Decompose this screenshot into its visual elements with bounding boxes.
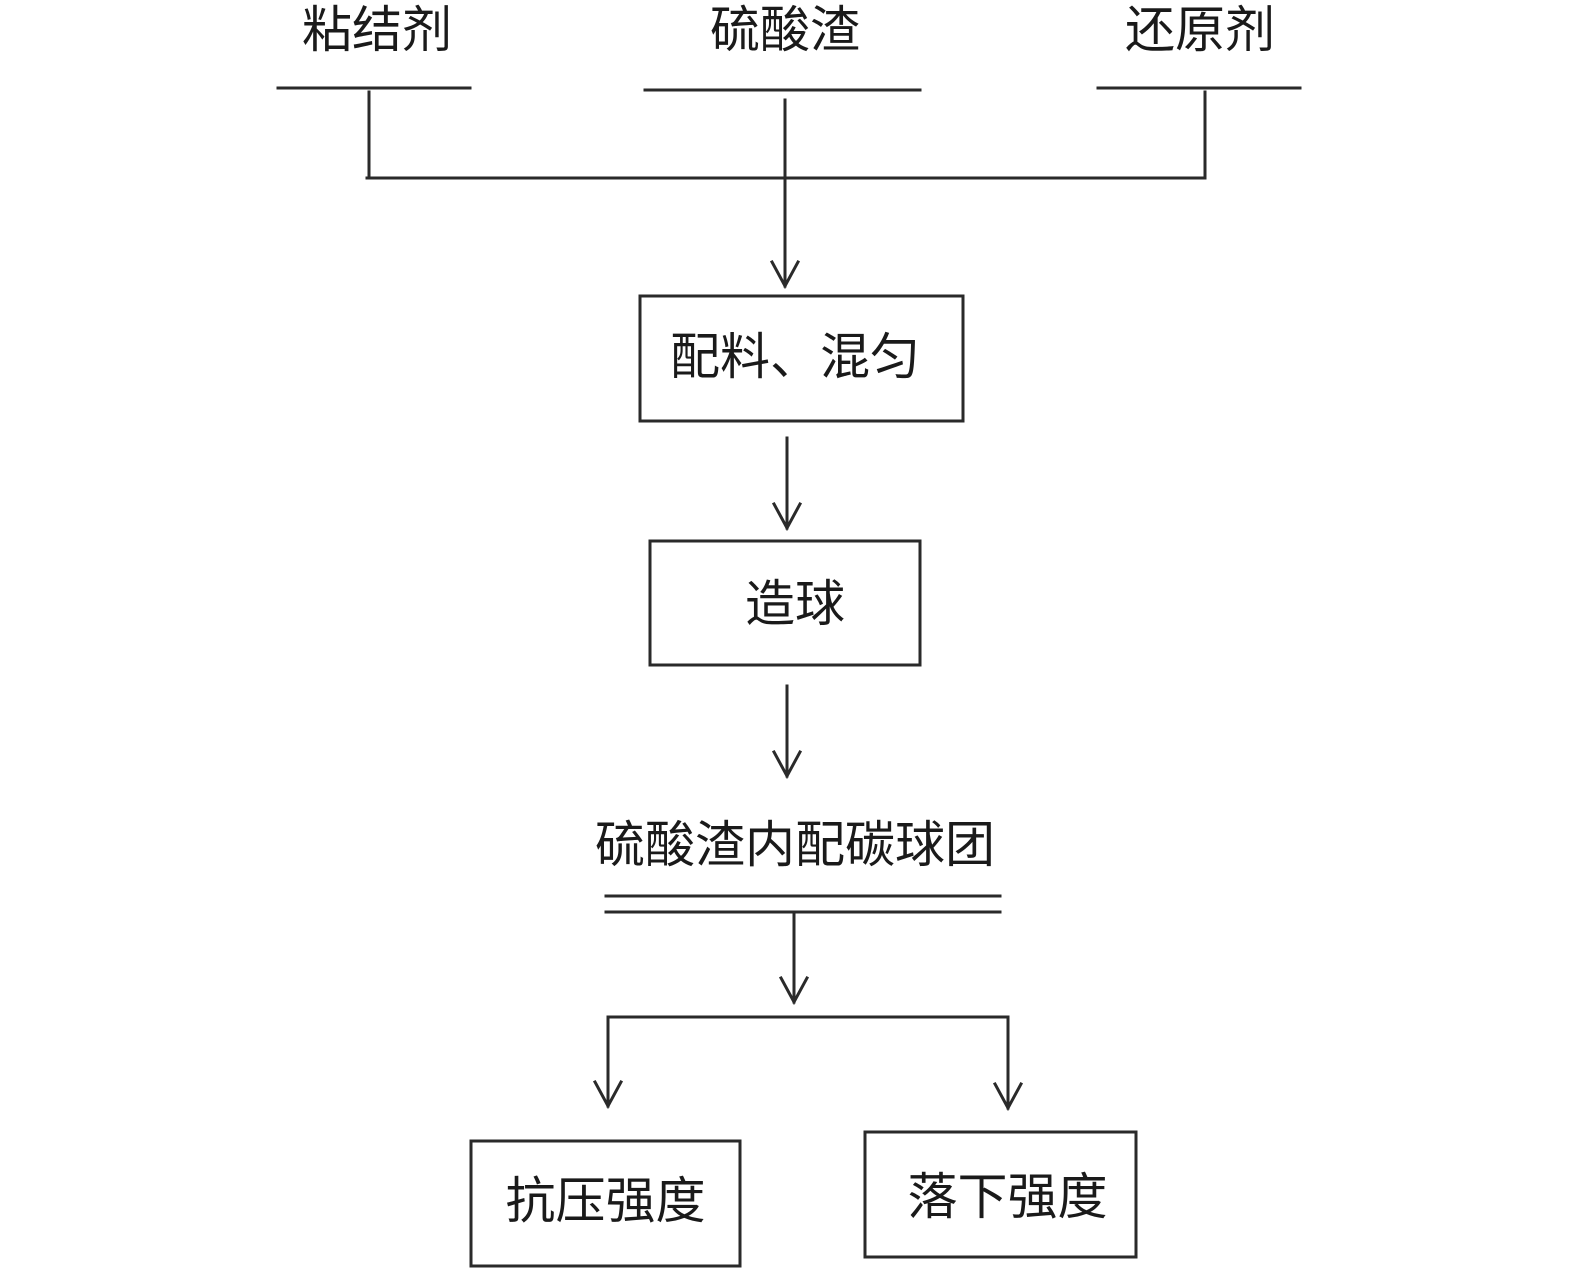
sulfuric-acid-residue-label: 硫酸渣 [710, 1, 860, 59]
split-right-head [992, 1081, 1024, 1112]
feed-arrow-head [769, 259, 801, 290]
pelletizing-label: 造球 [745, 575, 845, 633]
mixing-to-pelletizing-head [771, 501, 803, 532]
split-left-head [592, 1079, 624, 1110]
compressive-strength-box [469, 1139, 742, 1268]
drop-strength-box [863, 1130, 1138, 1259]
pelletizing-to-product-head [771, 749, 803, 780]
pelletizing-box [648, 539, 922, 667]
binder-label: 粘结剂 [302, 1, 452, 59]
batching-mixing-box [638, 294, 965, 423]
product-to-split-head [778, 975, 810, 1006]
reductant-label: 还原剂 [1125, 1, 1275, 59]
product-label: 硫酸渣内配碳球团 [595, 816, 995, 874]
drop-strength-label: 落下强度 [907, 1168, 1108, 1226]
batching-mixing-label: 配料、混匀 [670, 328, 920, 386]
compressive-strength-label: 抗压强度 [505, 1172, 706, 1230]
